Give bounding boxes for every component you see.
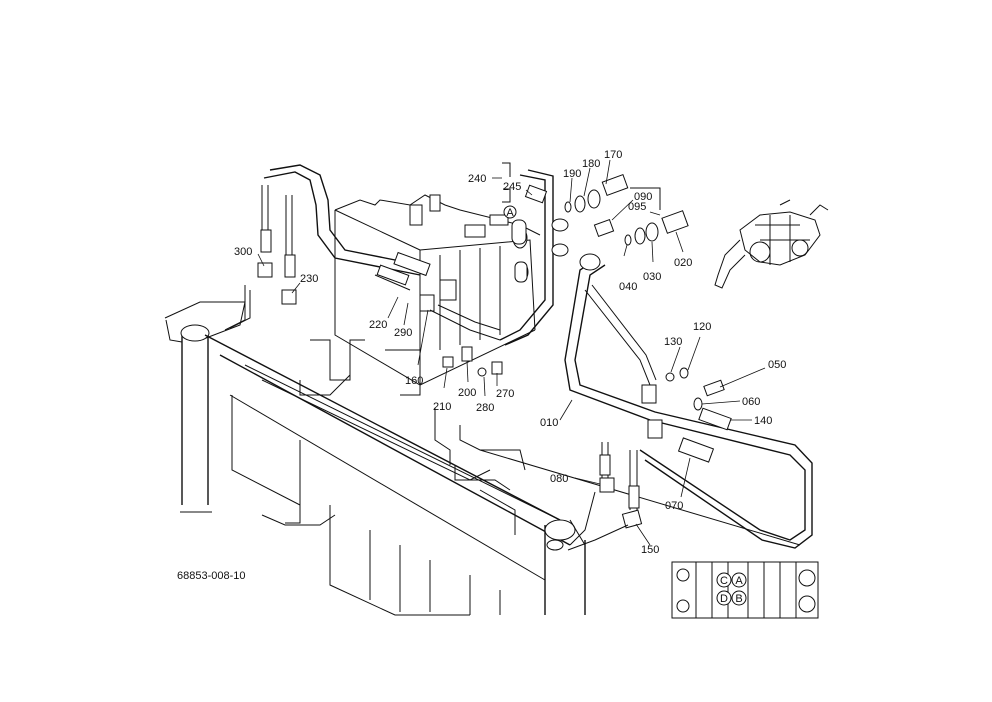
valve-port-marker-a: A [506,207,514,219]
port-b-circle [731,590,747,606]
port-d-circle [716,590,732,606]
label-240: 240 [468,173,486,185]
port-a-circle [731,572,747,588]
label-280: 280 [476,402,494,414]
label-245: 245 [503,181,521,193]
label-270: 270 [496,388,514,400]
label-220: 220 [369,319,387,331]
loader-frame [164,301,801,616]
right-fittings [593,187,689,246]
port-c-circle [716,572,732,588]
port-d-label: D [720,593,728,605]
label-290: 290 [394,327,412,339]
label-180: 180 [582,158,600,170]
label-030: 030 [643,271,661,283]
label-040: 040 [619,281,637,293]
port-a-label: A [735,575,743,587]
label-140: 140 [754,415,772,427]
label-080: 080 [550,473,568,485]
label-300: 300 [234,246,252,258]
lower-small-fittings [442,346,503,377]
label-060: 060 [742,396,760,408]
port-c-label: C [720,575,728,587]
leader-lines [257,159,766,546]
label-170: 170 [604,149,622,161]
label-095: 095 [628,201,646,213]
label-090: 090 [634,191,652,203]
label-210: 210 [433,401,451,413]
drawing-number: 68853-008-10 [177,570,246,582]
mid-right-fittings [641,367,732,463]
valve-fittings [374,251,501,341]
label-050: 050 [768,359,786,371]
label-200: 200 [458,387,476,399]
label-020: 020 [674,257,692,269]
label-160: 160 [405,375,423,387]
label-230: 230 [300,273,318,285]
valve-port-schematic: C A D B [671,561,819,619]
label-130: 130 [664,336,682,348]
upper-tubes [499,169,813,549]
control-valve [334,194,541,386]
label-070: 070 [665,500,683,512]
label-010: 010 [540,417,558,429]
label-120: 120 [693,321,711,333]
tractor-thumbnail [714,199,829,289]
lower-hoses [567,442,643,551]
part-labels: 300 230 220 290 160 210 200 280 270 240 … [234,149,786,556]
label-190: 190 [563,168,581,180]
label-150: 150 [641,544,659,556]
port-b-label: B [735,593,742,605]
left-hoses [224,164,421,331]
upper-fittings [502,162,629,283]
